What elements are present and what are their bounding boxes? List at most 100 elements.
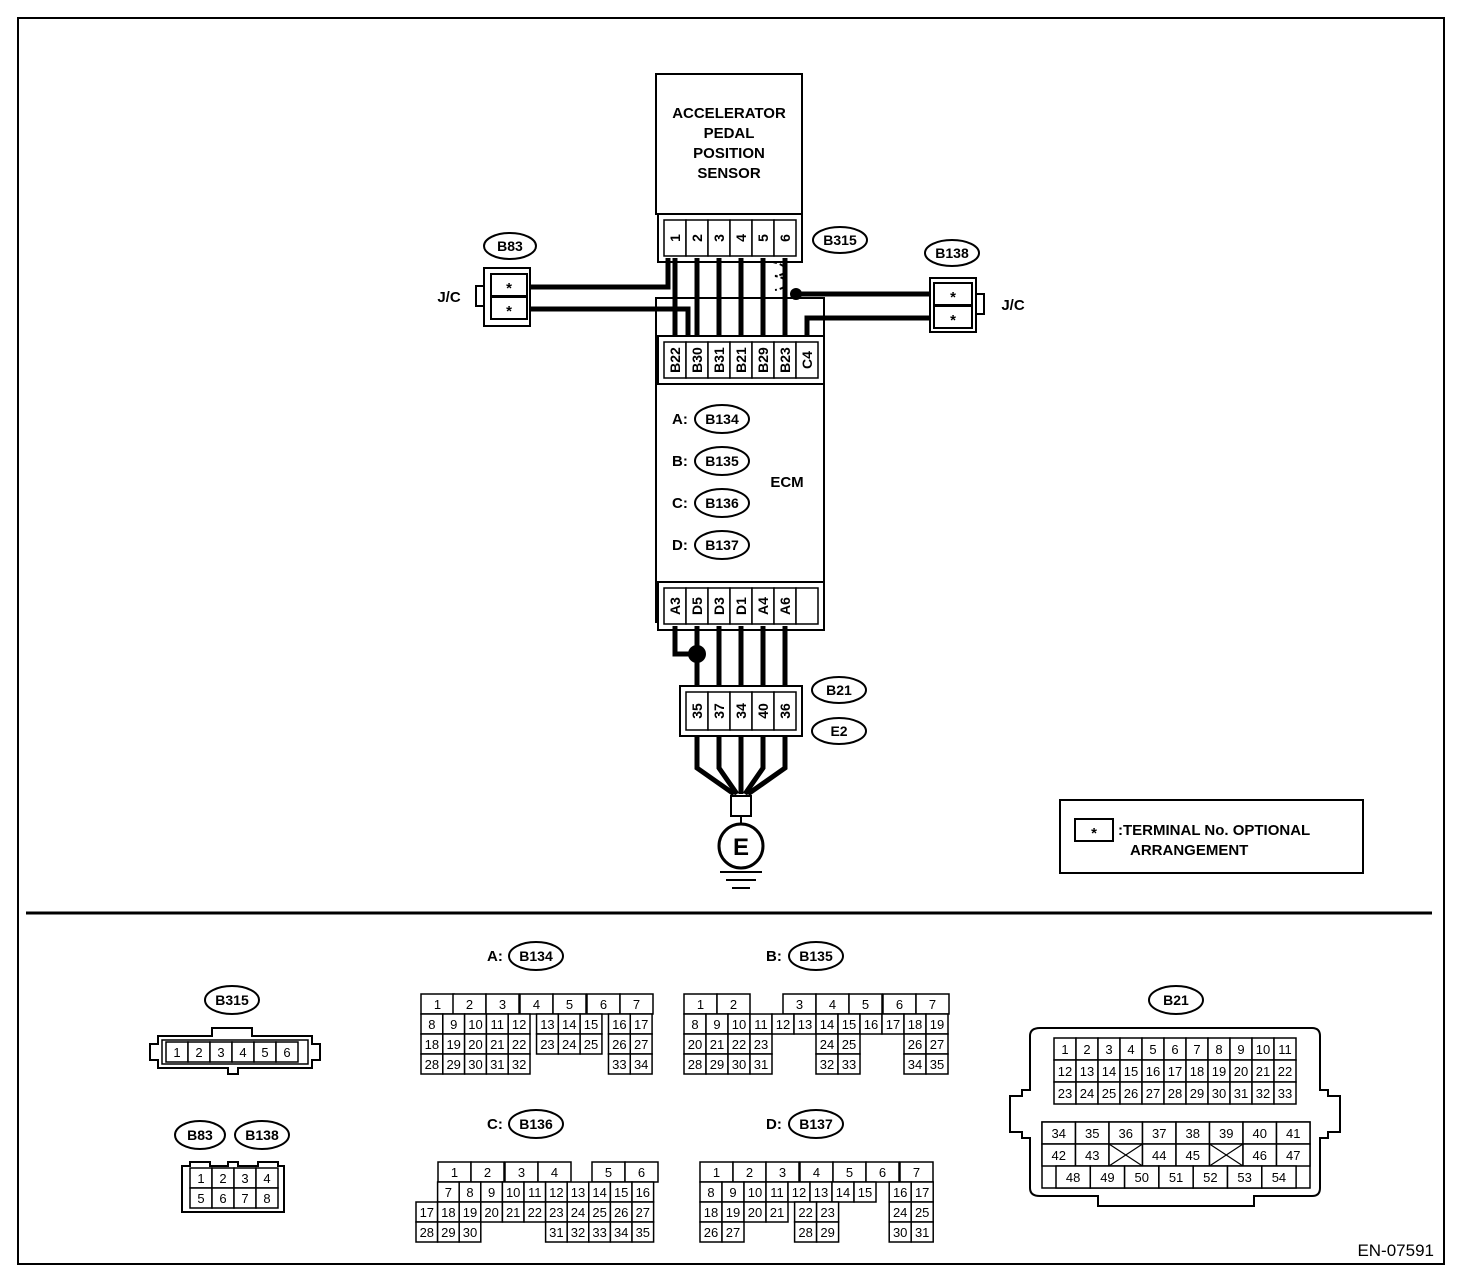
b136-face-pin-8: 8 [466,1185,473,1200]
svg-text:B135: B135 [705,453,739,469]
b134-face-pin-18: 18 [425,1037,439,1052]
b136-face-pin-5: 5 [605,1165,612,1180]
pin-D5: D5 [689,597,705,615]
b135-face-pin-19: 19 [930,1017,944,1032]
legend-box: * :TERMINAL No. OPTIONAL ARRANGEMENT [1059,799,1364,874]
pin-D1: D1 [733,597,749,615]
b137-face-pin-16: 16 [893,1185,907,1200]
b137-face-pin-14: 14 [836,1185,850,1200]
b21-face-pin-36: 36 [1119,1126,1133,1141]
b21-face-pin-15: 15 [1124,1064,1138,1079]
b136-face-pin-35: 35 [636,1225,650,1240]
b21-face-pin-11: 11 [1278,1042,1292,1057]
b21-face-pin-43: 43 [1085,1148,1099,1163]
ecm-label: ECM [770,474,803,491]
b83-jc-label: J/C [437,289,461,306]
b135-face-pin-16: 16 [864,1017,878,1032]
b21-face-pin-9: 9 [1237,1042,1244,1057]
b135-face-pin-13: 13 [798,1017,812,1032]
b21-face-pin-44: 44 [1152,1148,1166,1163]
b134-face-pin-1: 1 [434,997,441,1012]
b136-face-pin-15: 15 [614,1185,628,1200]
b315-face-pin-5: 5 [261,1045,268,1060]
pin-B22: B22 [667,347,683,373]
b135-face-pin-21: 21 [710,1037,724,1052]
b21-face-pin-48: 48 [1066,1170,1080,1185]
b21-face-pin-30: 30 [1212,1086,1226,1101]
svg-text:B21: B21 [1163,992,1189,1008]
sensor-label-4: SENSOR [697,165,761,182]
svg-text:B21: B21 [826,682,852,698]
b137-face-pin-9: 9 [729,1185,736,1200]
b137-face-pin-7: 7 [913,1165,920,1180]
b21-face-pin-24: 24 [1080,1086,1094,1101]
b83-jc-connector: B83 * * J/C [437,232,537,327]
svg-text:E: E [733,834,749,861]
b21-face-pin-3: 3 [1105,1042,1112,1057]
pin-35: 35 [689,703,705,719]
b136-face-pin-16: 16 [636,1185,650,1200]
b135-face-pin-14: 14 [820,1017,834,1032]
b315-face-pin-1: 1 [173,1045,180,1060]
b135-face-pin-15: 15 [842,1017,856,1032]
b21-face-pin-10: 10 [1256,1042,1270,1057]
pin-B21: B21 [733,347,749,373]
b134-face-pin-26: 26 [612,1037,626,1052]
b137-face-pin-5: 5 [846,1165,853,1180]
b21-face-pin-42: 42 [1052,1148,1066,1163]
b135-face-pin-24: 24 [820,1037,834,1052]
b134-face-pin-21: 21 [490,1037,504,1052]
svg-text:E2: E2 [830,723,847,739]
b315-face-pin-3: 3 [217,1045,224,1060]
b83-face-pin-8: 8 [263,1191,270,1206]
b137-face-pin-21: 21 [770,1205,784,1220]
b136-face-pin-4: 4 [551,1165,558,1180]
b137-face-pin-2: 2 [746,1165,753,1180]
svg-text:B137: B137 [799,1116,833,1132]
b21-face-pin-21: 21 [1256,1064,1270,1079]
b135-face-pin-11: 11 [754,1017,768,1032]
b136-face-pin-12: 12 [549,1185,563,1200]
b136-face-pin-11: 11 [528,1185,542,1200]
pin-40: 40 [755,703,771,719]
pin-5: 5 [755,234,771,242]
b137-face-pin-15: 15 [858,1185,872,1200]
b134-face-pin-7: 7 [633,997,640,1012]
b134-face-pin-23: 23 [540,1037,554,1052]
pin-6: 6 [777,234,793,242]
b137-face-pin-18: 18 [704,1205,718,1220]
pin-A6: A6 [777,597,793,615]
b136-face-pin-34: 34 [614,1225,628,1240]
b137-face-pin-17: 17 [915,1185,929,1200]
b137-face-pin-11: 11 [770,1185,784,1200]
b21-face-pin-4: 4 [1127,1042,1134,1057]
b21-face-pin-46: 46 [1253,1148,1267,1163]
b135-face-pin-3: 3 [796,997,803,1012]
svg-text:C:: C: [487,1116,503,1133]
b21-face-pin-22: 22 [1278,1064,1292,1079]
b134-face-pin-27: 27 [634,1037,648,1052]
svg-text:B138: B138 [935,245,969,261]
b135-face-pin-27: 27 [930,1037,944,1052]
b21-face-pin-40: 40 [1253,1126,1267,1141]
svg-text:B315: B315 [215,992,249,1008]
b136-face-pin-18: 18 [441,1205,455,1220]
outer-frame [17,17,1445,1265]
b83-face-pin-1: 1 [197,1171,204,1186]
b136-face-pin-20: 20 [484,1205,498,1220]
svg-text:*: * [1091,825,1097,842]
b135-face-pin-26: 26 [908,1037,922,1052]
b136-face-pin-6: 6 [638,1165,645,1180]
b21-face-pin-39: 39 [1219,1126,1233,1141]
pin-B30: B30 [689,347,705,373]
svg-text:*: * [506,303,512,320]
b134-face-pin-4: 4 [533,997,540,1012]
b135-face-pin-28: 28 [688,1057,702,1072]
b21-badge: B21 [811,676,867,704]
b134-face-pin-34: 34 [634,1057,648,1072]
b135-face-pin-7: 7 [929,997,936,1012]
b21-face-pin-31: 31 [1234,1086,1248,1101]
b134-face-pin-15: 15 [584,1017,598,1032]
pin-1: 1 [667,234,683,242]
